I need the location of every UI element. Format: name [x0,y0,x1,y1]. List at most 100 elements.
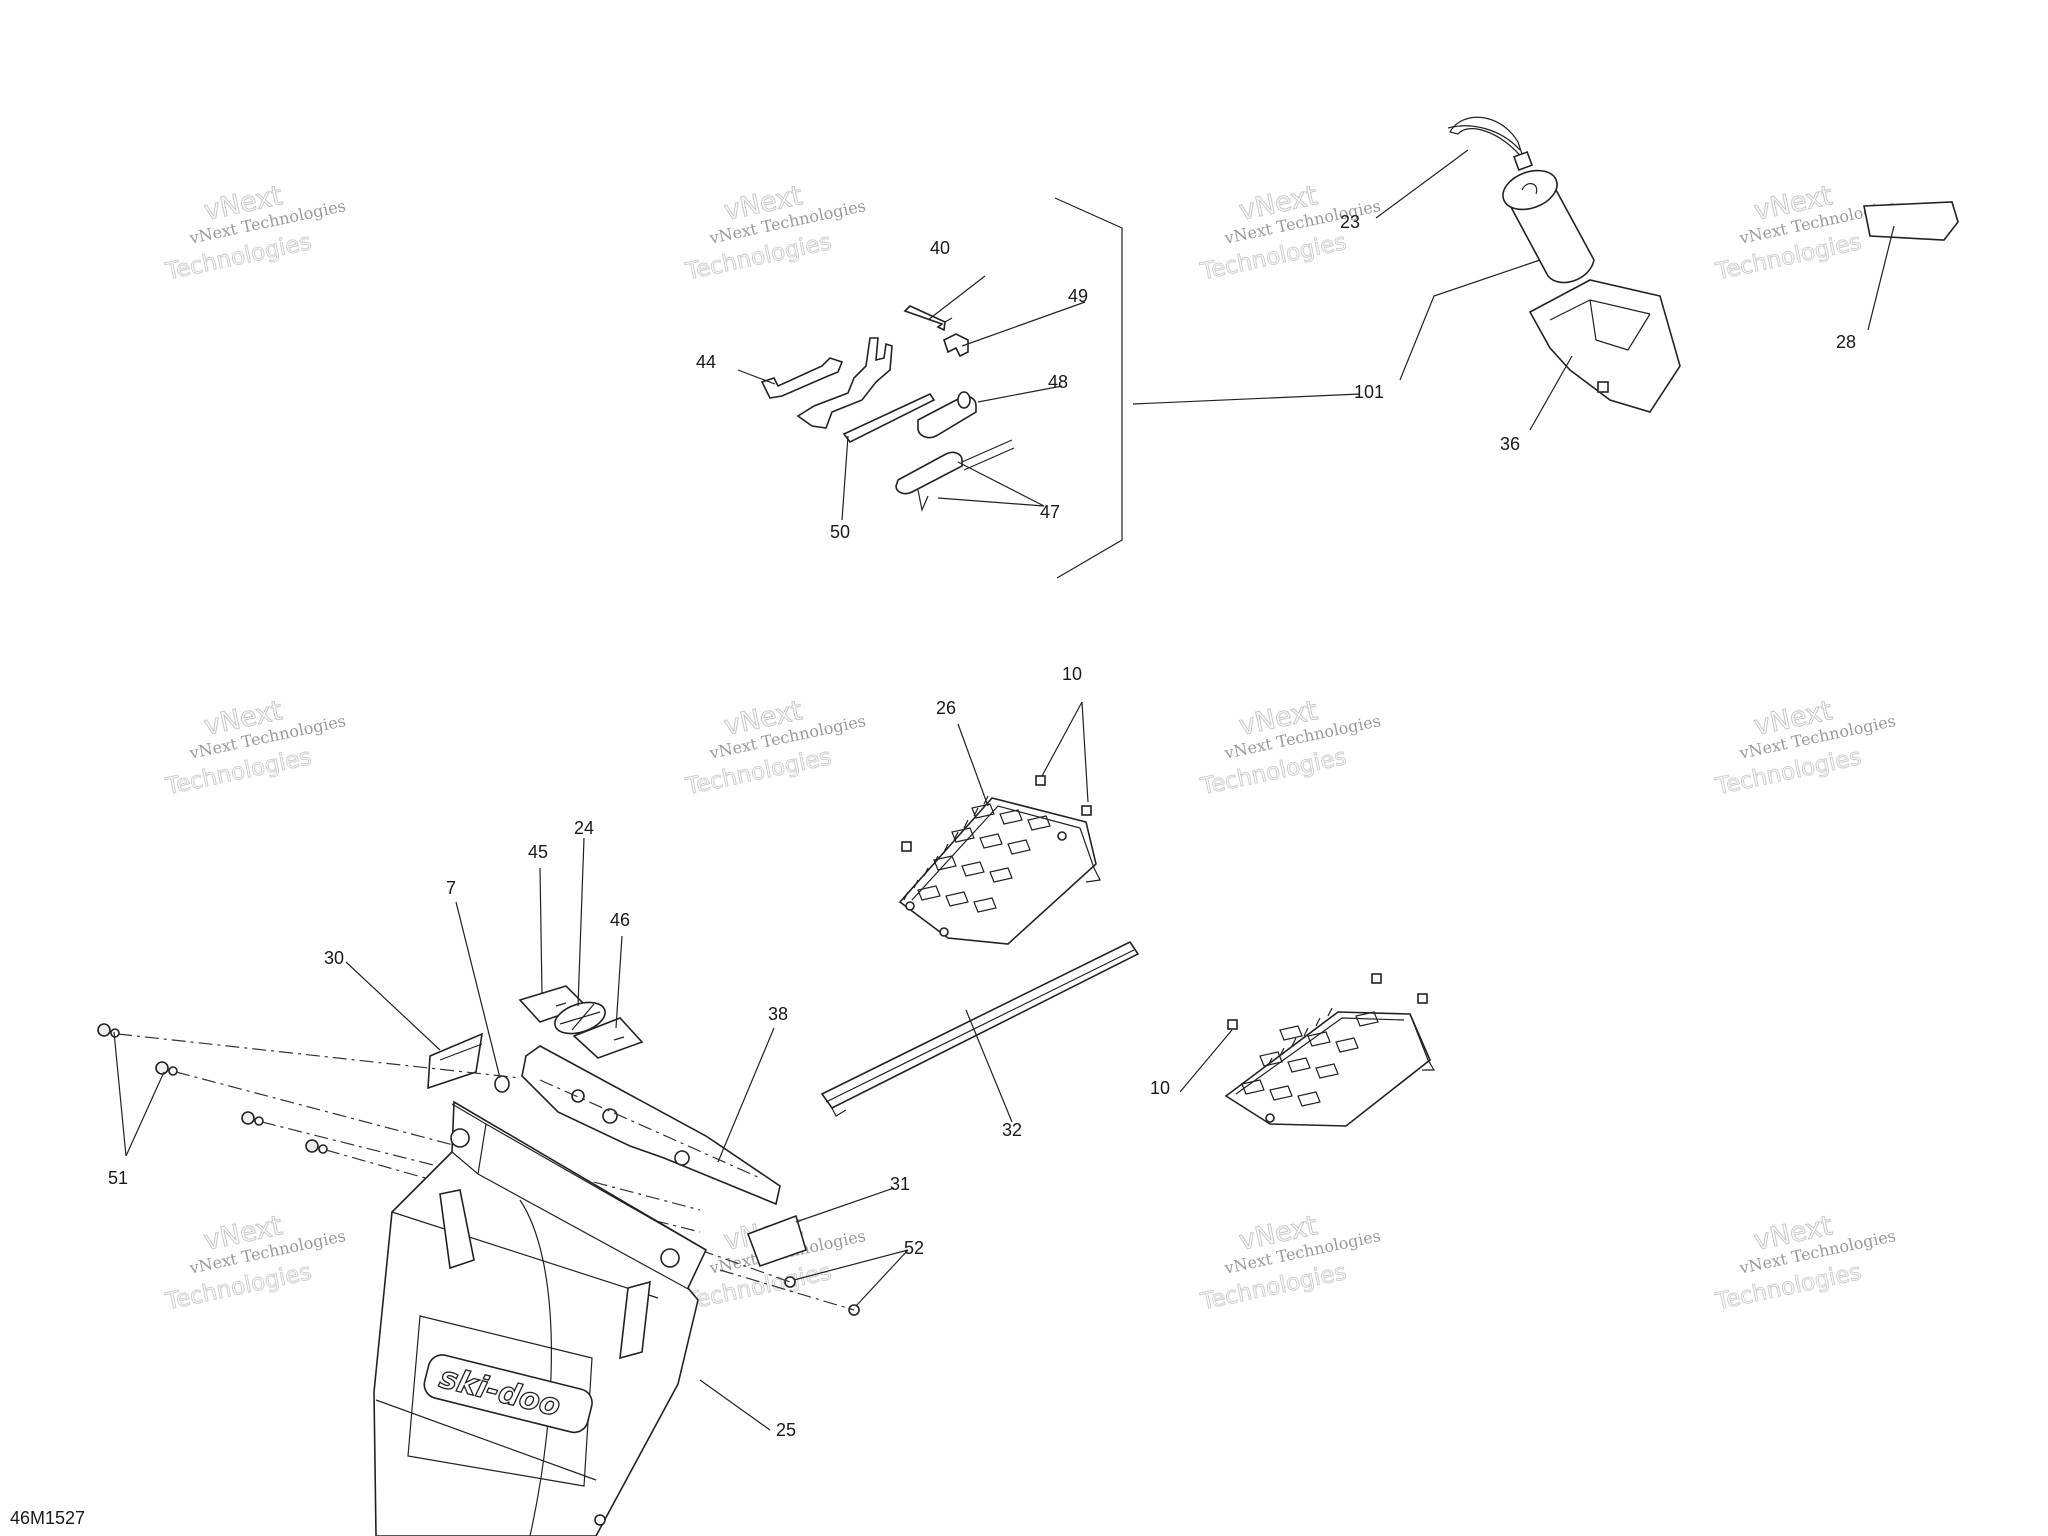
part-101-roll [1502,169,1595,284]
callout-25: 25 [776,1420,796,1440]
leader-26 [957,723,989,807]
callout-32: 32 [1002,1120,1022,1140]
callout-45: 45 [528,842,548,862]
tool-spanner [796,337,893,429]
toolkit-bracket [1054,197,1361,579]
callout-49: 49 [1068,286,1088,306]
part-24-emblem [554,1001,606,1035]
callout-31: 31 [890,1174,910,1194]
leader-10a2 [1081,701,1089,803]
leader-47 [937,461,1045,507]
leader-49 [961,301,1086,347]
leader-30 [345,961,441,1051]
footrest-slots [1241,1011,1379,1107]
callout-26: 26 [936,698,956,718]
leader-45 [539,867,543,995]
callout-36: 36 [1500,434,1520,454]
callout-24: 24 [574,818,594,838]
callout-10-bottom: 10 [1150,1078,1170,1098]
leader-52b [793,1249,909,1281]
callout-52: 52 [904,1238,924,1258]
leader-50 [841,435,849,521]
fastener-52 [784,1276,796,1288]
fastener-51 [241,1111,264,1126]
align-line [175,1071,701,1211]
callout-38: 38 [768,1004,788,1024]
nut-10 [901,841,912,852]
part-footrest-right [1224,1007,1436,1127]
watermark: vNext vNext Technologies Technologies [162,695,347,801]
callout-10-top: 10 [1062,664,1082,684]
callout-28: 28 [1836,332,1856,352]
nut-10 [1371,973,1382,984]
fastener-51 [97,1023,120,1038]
part-26-footrest [898,795,1101,945]
leader-51b [125,1071,165,1157]
tool-clip-49 [943,333,969,358]
leader-48 [977,385,1063,403]
fastener-51 [155,1061,178,1076]
leader-38 [717,1027,775,1163]
part-30-panel [427,1032,484,1090]
callout-23: 23 [1340,212,1360,232]
callout-7: 7 [446,878,456,898]
watermark: vNext vNext Technologies Technologies [682,695,867,801]
part-38-bracket [521,1045,781,1206]
footrest-slots [917,803,1051,913]
leader-46 [615,935,623,1029]
leader-10b [1179,1029,1233,1093]
watermark: vNext vNext Technologies Technologies [162,180,347,286]
leader-31 [795,1187,895,1223]
part-46-decal [572,1017,644,1059]
watermark: vNext vNext Technologies Technologies [162,1210,347,1316]
align-line [117,1033,521,1079]
nut-10 [1081,805,1092,816]
leader-24 [577,837,585,1007]
nut-10 [1417,993,1428,1004]
leader-23 [1375,149,1469,219]
callout-46: 46 [610,910,630,930]
tool-allen-key [903,305,953,332]
watermark: vNext vNext Technologies Technologies [1197,695,1382,801]
callouts: 40 49 44 48 50 47 23 101 36 28 10 26 24 … [108,212,1856,1440]
leader-32 [965,1009,1013,1123]
leader-40 [927,275,986,321]
watermark: vNext vNext Technologies Technologies [1197,1210,1382,1316]
watermark: vNext vNext Technologies Technologies [1712,1210,1897,1316]
callout-40: 40 [930,238,950,258]
diagram-id: 46M1527 [10,1508,86,1528]
nut-10 [1227,1019,1238,1030]
leader-52 [855,1249,909,1307]
fastener-51 [305,1139,328,1154]
part-7-grommet [494,1075,510,1093]
part-31-panel [746,1214,807,1268]
part-32-rail [820,940,1140,1117]
part-28-block [1863,201,1959,241]
part-23-strap [1447,116,1533,171]
watermark: vNext vNext Technologies Technologies [682,180,867,286]
leader-51 [113,1031,127,1157]
leader-101b [1399,259,1541,381]
leader-44 [737,369,776,385]
align-line [539,1079,761,1179]
watermark: vNext vNext Technologies Technologies [1712,695,1897,801]
tool-open-wrench [760,357,844,399]
callout-30: 30 [324,948,344,968]
callout-48: 48 [1048,372,1068,392]
callout-44: 44 [696,352,716,372]
leader-101 [1132,393,1361,405]
tool-screwdriver-47 [895,439,1015,513]
nut-10 [1035,775,1046,786]
callout-47: 47 [1040,502,1060,522]
align-line [699,1249,791,1283]
callout-50: 50 [830,522,850,542]
leader-10a [1041,701,1083,777]
leader-25 [699,1379,771,1431]
part-36-holder [1528,279,1681,413]
callout-51: 51 [108,1168,128,1188]
part-25-console: ski-doo [373,1100,708,1536]
leader-7 [455,901,501,1079]
tool-socket-48 [917,391,977,439]
leader-36 [1529,355,1573,431]
